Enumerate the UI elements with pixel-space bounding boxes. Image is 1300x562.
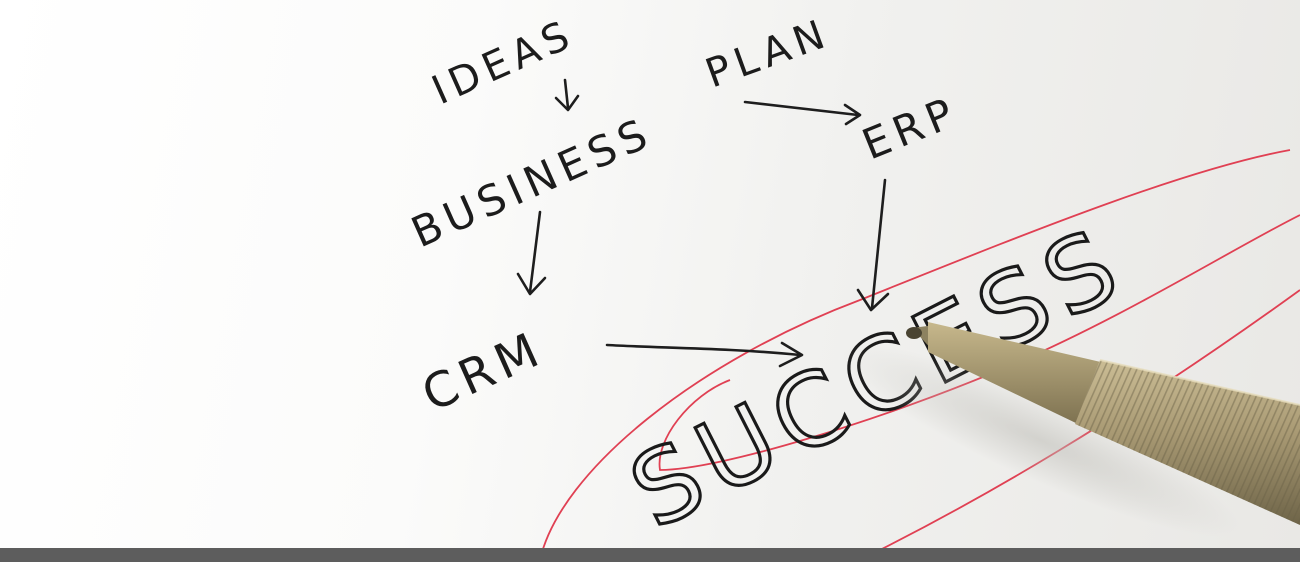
arrow-ideas-business (554, 78, 580, 112)
word-plan: PLAN (700, 10, 837, 97)
bottom-bar (0, 548, 1300, 562)
arrow-business-crm (516, 210, 547, 296)
ballpoint-pen (838, 322, 1300, 537)
word-erp: ERP (855, 87, 965, 170)
arrow-erp-success (856, 178, 890, 312)
arrow-plan-erp (743, 100, 862, 126)
arrow-crm-success (605, 341, 804, 368)
word-business: BUSINESS (404, 107, 660, 257)
word-crm: CRM (414, 320, 552, 423)
